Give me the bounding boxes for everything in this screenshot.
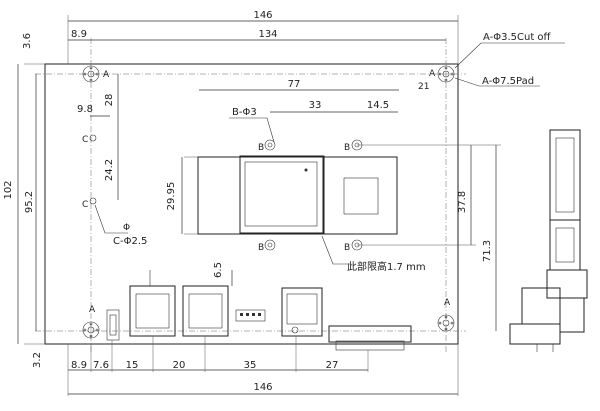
small-header-pins (240, 313, 261, 316)
chip-orientation-dot (304, 168, 308, 172)
b-hole-callout: B-Φ3 (232, 107, 257, 118)
small-hole-x-label: 9.8 (77, 104, 93, 115)
connector-height-label: 6.5 (213, 262, 224, 278)
chip-mount-hole-top-left (264, 139, 276, 151)
overall-width-label: 146 (253, 10, 272, 21)
chip-height-label: 29.95 (166, 182, 177, 211)
bottom-7-6-label: 7.6 (93, 360, 109, 371)
small-hole-leader (94, 204, 128, 234)
usb-connector (281, 287, 323, 337)
chip-hole-top-left-label: B (258, 143, 264, 153)
bottom-15-label: 15 (126, 360, 139, 371)
top-left-hole-label: A (103, 70, 110, 80)
chip-footprint (197, 156, 324, 235)
bottom-right-hole-label: A (444, 298, 451, 308)
small-hole-pitch-label: 24.2 (104, 159, 115, 181)
chip-right-pad (322, 156, 398, 235)
small-hole-top (89, 134, 97, 142)
bottom-left-mounting-hole (82, 321, 100, 339)
bottom-overall-width-label: 146 (253, 382, 272, 393)
chip-hole-bottom-left-label: B (258, 243, 264, 253)
chip-mount-hole-bottom-left (264, 239, 276, 251)
middle-connector (182, 285, 229, 337)
chip-mount-height-label: 37.8 (457, 191, 468, 213)
pad-leader (454, 77, 540, 87)
chip-width-label: 77 (288, 79, 301, 90)
hole-span-label: 134 (258, 29, 277, 40)
vga-connector (328, 325, 412, 343)
cut-off-leader (454, 42, 565, 69)
chip-right-b-label: 14.5 (367, 100, 389, 111)
height-limit-leader (321, 235, 350, 265)
hole-height-label: 95.2 (24, 191, 35, 213)
chip-mount-offset-label: 71.3 (482, 240, 493, 262)
height-limit-label: 此部限高1.7 mm (347, 260, 426, 273)
small-hole-bottom (89, 197, 97, 205)
chip-hole-bottom-right-label: B (344, 243, 350, 253)
bottom-offset-label: 3.2 (32, 352, 43, 368)
chip-right-a-label: 33 (309, 100, 322, 111)
small-hole-bottom-label: C (82, 200, 88, 210)
bottom-right-mounting-hole (437, 314, 455, 332)
small-hole-y-label: 28 (104, 94, 115, 107)
chip-pad-square (343, 177, 379, 215)
side-profile-view (509, 129, 588, 352)
chip-hole-top-right-label: B (344, 143, 350, 153)
left-connector (129, 285, 176, 337)
pad-label: A-Φ7.5Pad (482, 76, 534, 87)
total-height-label: 102 (3, 180, 14, 199)
top-offset-label: 3.6 (22, 33, 33, 49)
bottom-20-label: 20 (173, 360, 186, 371)
bottom-35-label: 35 (244, 360, 257, 371)
small-hole-phi-symbol: Φ (123, 223, 130, 233)
top-right-mounting-hole (437, 65, 455, 83)
bottom-8-9-label: 8.9 (71, 360, 87, 371)
left-hole-label: 8.9 (71, 29, 87, 40)
b-hole-leader (229, 117, 275, 143)
bottom-left-hole-label: A (89, 305, 96, 315)
right-hole-offset-label: 21 (418, 82, 429, 92)
small-header (235, 309, 266, 322)
bottom-27-label: 27 (326, 360, 339, 371)
top-right-hole-label: A (429, 69, 436, 79)
cut-off-label: A-Φ3.5Cut off (483, 32, 552, 43)
small-hole-top-label: C (82, 135, 88, 145)
chip-mount-hole-top-right (351, 139, 363, 151)
left-small-component (106, 309, 120, 341)
small-hole-callout: C-Φ2.5 (113, 236, 147, 247)
chip-mount-hole-bottom-right (351, 239, 363, 251)
chip-inner (244, 161, 318, 227)
board-outline (44, 63, 459, 345)
chip-core (239, 155, 325, 234)
top-left-mounting-hole (82, 65, 100, 83)
